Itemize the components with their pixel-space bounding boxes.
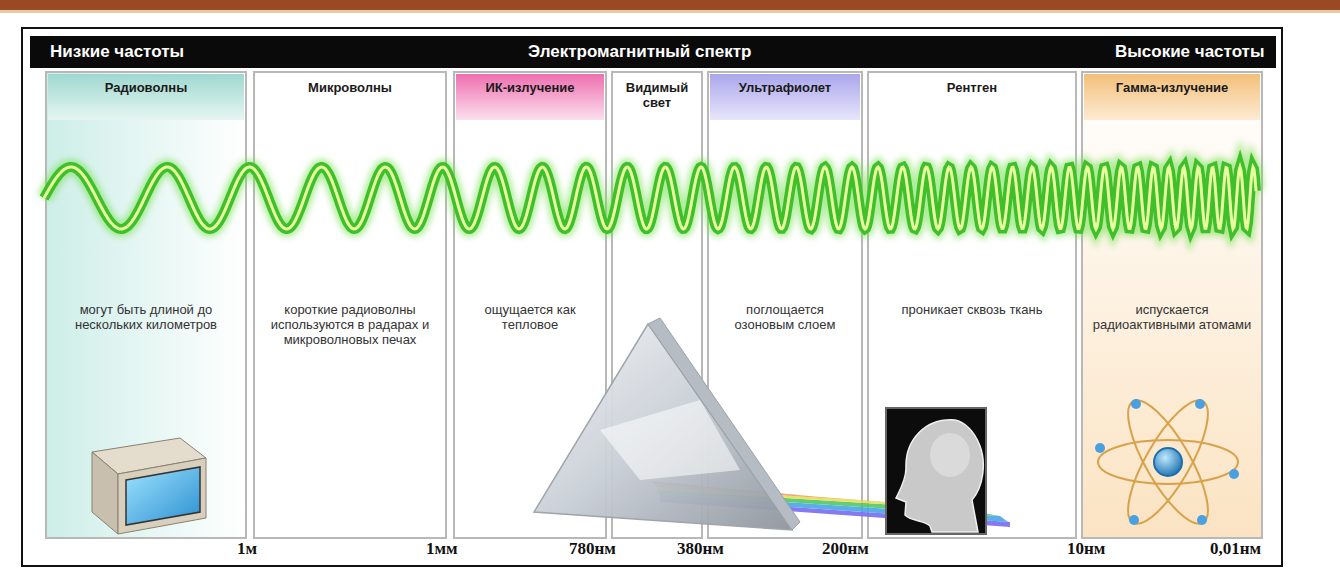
band-description: могут быть длиной до нескольких километр… <box>48 298 244 336</box>
band-description: испускается радиоактивными атомами <box>1084 298 1260 336</box>
wave-inner <box>44 167 1256 229</box>
prism <box>534 318 800 530</box>
band-header: Гамма-излучение <box>1084 74 1260 120</box>
spectrum-column: ИК-излучение ощущается как тепловое <box>456 74 604 336</box>
spectrum-column: Гамма-излучение испускается радиоактивным… <box>1084 74 1260 336</box>
header-bar <box>30 36 1276 68</box>
band-header: ИК-излучение <box>456 74 604 120</box>
xray-head-icon <box>886 408 986 534</box>
top-frame <box>0 0 1340 10</box>
band-description: короткие радиоволны используются в радар… <box>256 298 444 351</box>
wavelength-mark: 10нм <box>1067 539 1105 559</box>
band-header: Рентген <box>870 74 1074 120</box>
spectrum-column: Радиоволны могут быть длиной до нескольки… <box>48 74 244 336</box>
band-description: ощущается как тепловое <box>456 298 604 336</box>
frequency-label: Низкие частоты <box>50 42 184 62</box>
column-panel <box>1082 72 1262 538</box>
band-description: поглощается озоновым слоем <box>710 298 860 336</box>
band-header: Видимый свет <box>614 74 700 120</box>
wavelength-mark: 380нм <box>677 539 724 559</box>
frequency-label: Высокие частоты <box>1115 42 1264 62</box>
column-panel <box>868 72 1076 538</box>
band-description: проникает сквозь ткань <box>870 298 1074 321</box>
wavelength-mark: 0,01нм <box>1210 539 1261 559</box>
band-header: Радиоволны <box>48 74 244 120</box>
top-frame-light <box>0 10 1340 13</box>
spectrum-column: Видимый свет <box>614 74 700 120</box>
outer-frame <box>22 28 1282 566</box>
atom-icon <box>1095 390 1239 533</box>
wavelength-mark: 780нм <box>569 539 616 559</box>
column-fills <box>46 72 1262 538</box>
tv-icon <box>92 438 206 534</box>
spectrum-column: Ультрафиолет поглощается озоновым слоем <box>710 74 860 336</box>
wave-outer <box>44 167 1256 229</box>
band-header: Ультрафиолет <box>710 74 860 120</box>
wave-glow <box>44 167 1256 229</box>
wavelength-mark: 200нм <box>822 539 869 559</box>
spectrum-column: Рентген проникает сквозь ткань <box>870 74 1074 321</box>
wavelength-mark: 1мм <box>426 539 458 559</box>
spectrum-column: Микроволны короткие радиоволны используют… <box>256 74 444 351</box>
wavelength-mark: 1м <box>237 539 257 559</box>
column-panel <box>254 72 446 538</box>
column-panel <box>46 72 246 538</box>
diagram-title: Электромагнитный спектр <box>528 42 751 62</box>
band-header: Микроволны <box>256 74 444 120</box>
